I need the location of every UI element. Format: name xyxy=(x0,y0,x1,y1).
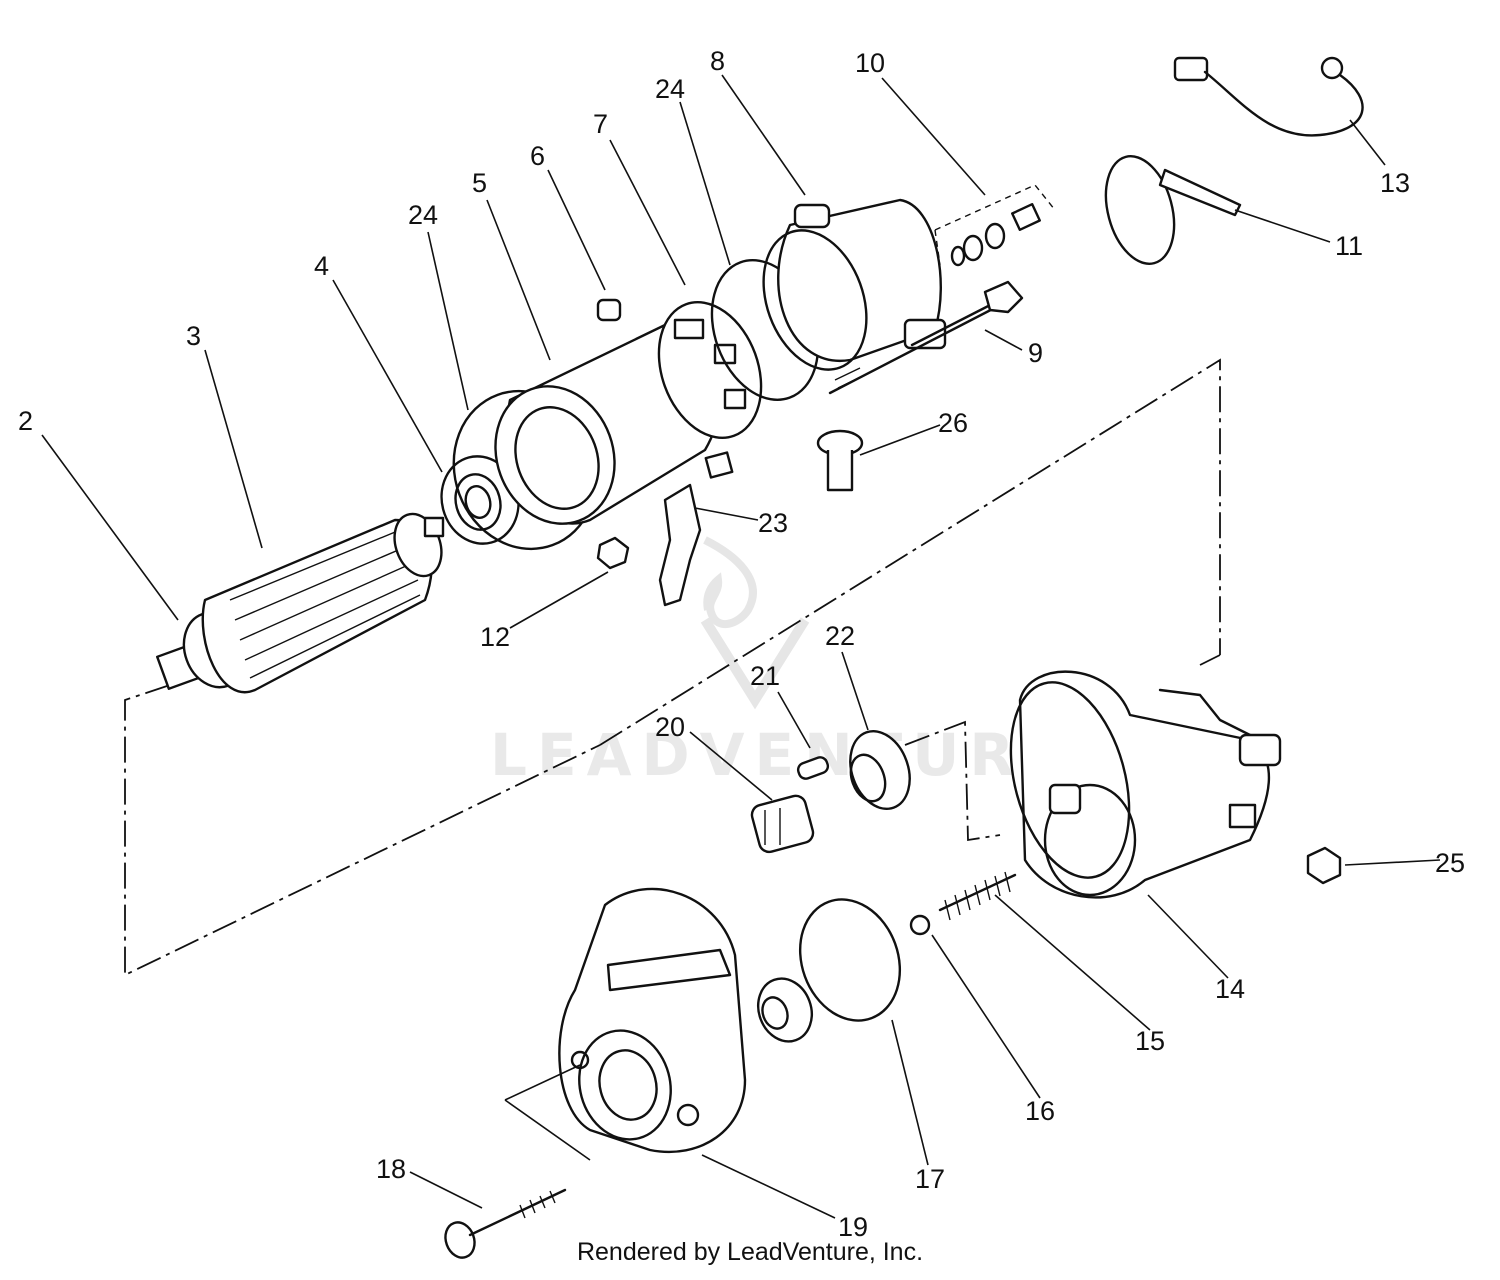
callout-17: 17 xyxy=(915,1164,945,1194)
spring xyxy=(938,871,1017,921)
callout-3: 3 xyxy=(186,321,201,351)
drive-housing xyxy=(558,887,747,1154)
callout-21: 21 xyxy=(750,661,780,691)
callout-24-right: 24 xyxy=(655,74,685,104)
steel-ball xyxy=(909,914,931,936)
watermark-text: LEADVENTURE xyxy=(490,721,1074,789)
callout-10: 10 xyxy=(855,48,885,78)
bolt-guide-lines xyxy=(504,1064,591,1161)
callout-9: 9 xyxy=(1028,338,1043,368)
callout-18: 18 xyxy=(376,1154,406,1184)
callout-2: 2 xyxy=(18,406,33,436)
gear-retainer xyxy=(750,794,815,854)
shift-lever xyxy=(658,483,702,607)
callout-23: 23 xyxy=(758,508,788,538)
callout-4: 4 xyxy=(314,251,329,281)
callout-22: 22 xyxy=(825,621,855,651)
terminal-hardware-kit xyxy=(934,184,1056,267)
screw xyxy=(816,429,864,492)
through-bolts xyxy=(828,280,1024,395)
brush-holder xyxy=(657,301,763,439)
callout-14: 14 xyxy=(1215,974,1245,1004)
rear-end-cover xyxy=(762,198,947,371)
callout-24-left: 24 xyxy=(408,200,438,230)
long-bolt xyxy=(444,1188,567,1259)
callout-13: 13 xyxy=(1380,168,1410,198)
callout-labels: 2 3 4 24 5 6 7 24 8 10 13 11 9 26 23 12 … xyxy=(18,46,1465,1242)
callout-19: 19 xyxy=(838,1212,868,1242)
leader-lines xyxy=(41,74,1441,1219)
callout-5: 5 xyxy=(472,168,487,198)
band-strap xyxy=(1104,155,1242,265)
callout-12: 12 xyxy=(480,622,510,652)
callout-20: 20 xyxy=(655,712,685,742)
footer-credit: Rendered by LeadVenture, Inc. xyxy=(576,1238,924,1266)
gear xyxy=(849,730,911,810)
callout-16: 16 xyxy=(1025,1096,1055,1126)
bearing xyxy=(440,455,520,545)
callout-25: 25 xyxy=(1435,848,1465,878)
armature xyxy=(156,512,445,694)
assembly-guide-lines xyxy=(124,358,1221,977)
pin xyxy=(796,756,830,780)
watermark-logo: LEADVENTURE xyxy=(490,536,1074,789)
nut xyxy=(596,536,630,570)
lead-wire xyxy=(1173,56,1364,137)
gear-housing-solenoid xyxy=(1009,670,1282,899)
callout-15: 15 xyxy=(1135,1026,1165,1056)
callout-26: 26 xyxy=(938,408,968,438)
callout-7: 7 xyxy=(593,109,608,139)
brush xyxy=(596,298,622,322)
callout-6: 6 xyxy=(530,141,545,171)
pinion-clutch xyxy=(757,898,902,1043)
terminal-nut xyxy=(1306,846,1342,885)
callout-8: 8 xyxy=(710,46,725,76)
callout-11: 11 xyxy=(1335,231,1363,261)
